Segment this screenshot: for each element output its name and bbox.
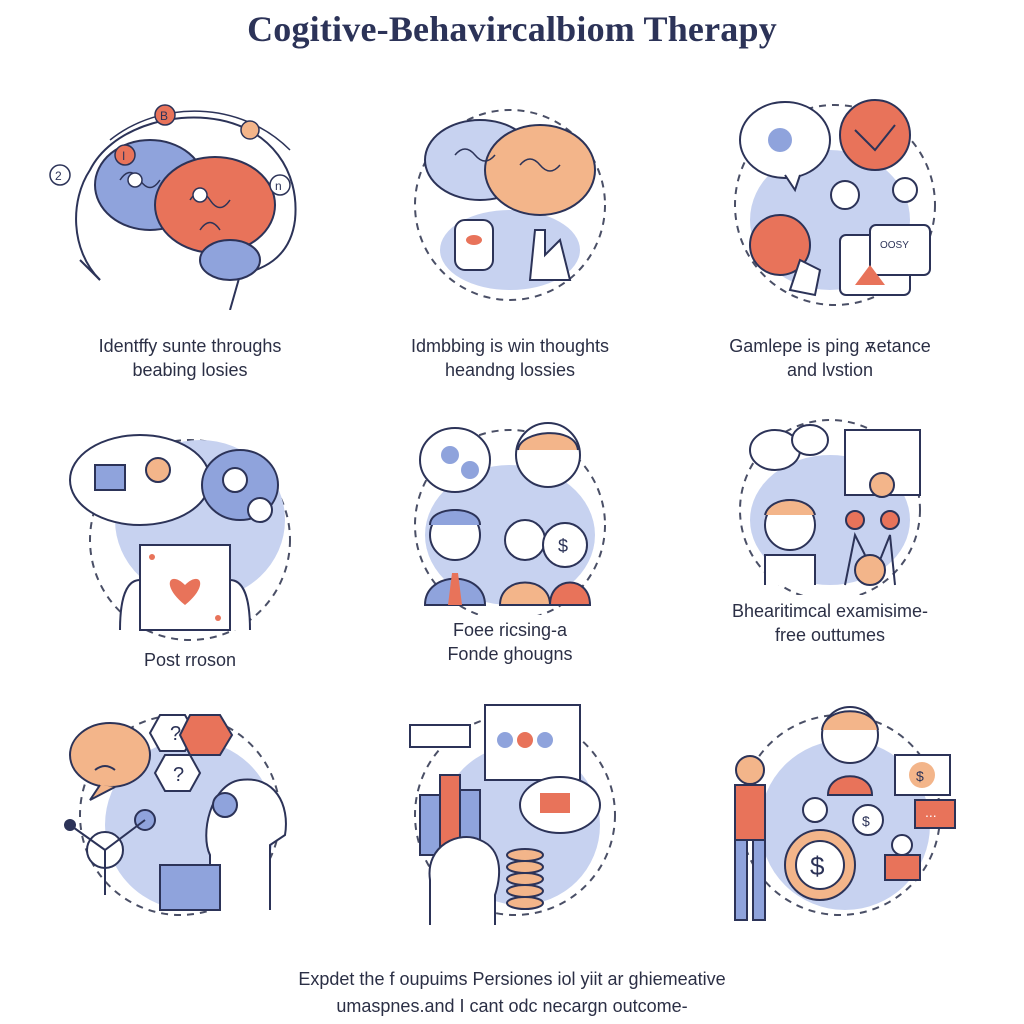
panel-identify: I B 2 n Identffy sunte throughs beabing …	[40, 80, 340, 380]
brain-head-icon: I B 2 n	[49, 104, 297, 310]
panel-puzzle: ? ?	[60, 695, 340, 935]
panel-caption: Gamlepe is ping ѫetance and lvstion	[729, 336, 931, 380]
footer-text: Expdet the f oupuims Persiones iol yiit …	[298, 969, 726, 1016]
chart-coins-icon	[409, 704, 616, 925]
panel-reframing: $ Foee ricsing-a Fonde ghougns	[360, 415, 660, 675]
question-mark: ?	[173, 764, 184, 786]
panel-money: $ ... $ $	[720, 695, 960, 935]
dollar-sign: $	[916, 768, 924, 784]
brain-letter-b: B	[160, 109, 168, 123]
panel-caption: Post rroson	[143, 650, 237, 670]
panel-caption: Bhearitimcal examisime- free outtumes	[731, 601, 929, 645]
dollar-sign: $	[862, 813, 870, 829]
people-coin-icon: $	[414, 422, 606, 615]
ellipsis-text: ...	[925, 804, 937, 820]
dollar-sign: $	[558, 536, 568, 556]
panel-behavioral: Bhearitimcal examisime- free outtumes	[680, 410, 980, 670]
speech-bubbles-icon: OOSY	[734, 99, 936, 306]
dollar-sign: $	[810, 851, 825, 881]
puzzle-head-icon: ? ?	[64, 714, 287, 916]
panel-caption: Idmbbing is win thoughts heandng lossies	[410, 336, 610, 380]
heart-card-icon	[69, 434, 291, 641]
brain-letter-i: I	[122, 149, 125, 163]
panel-caption: Foee ricsing-a Fonde ghougns	[447, 620, 573, 664]
brain-letter-n: n	[275, 179, 282, 193]
panel-chart	[400, 695, 640, 935]
panel-challenge: OOSY Gamlepe is ping ѫetance and lvstion	[680, 80, 980, 380]
panel-post-reason: Post rroson	[40, 420, 340, 680]
panel-thoughts: Idmbbing is win thoughts heandng lossies	[360, 80, 660, 380]
page-title: Cogitive-Behavircalbiom Therapy	[247, 9, 777, 49]
bubble-text: OOSY	[880, 240, 909, 251]
money-person-icon: $ ... $ $	[734, 706, 956, 921]
brain-number-2: 2	[55, 169, 62, 183]
panel-caption: Identffy sunte throughs beabing losies	[98, 336, 282, 380]
person-coins-icon	[739, 419, 921, 595]
question-mark: ?	[170, 723, 181, 745]
brain-hands-icon	[414, 109, 606, 301]
